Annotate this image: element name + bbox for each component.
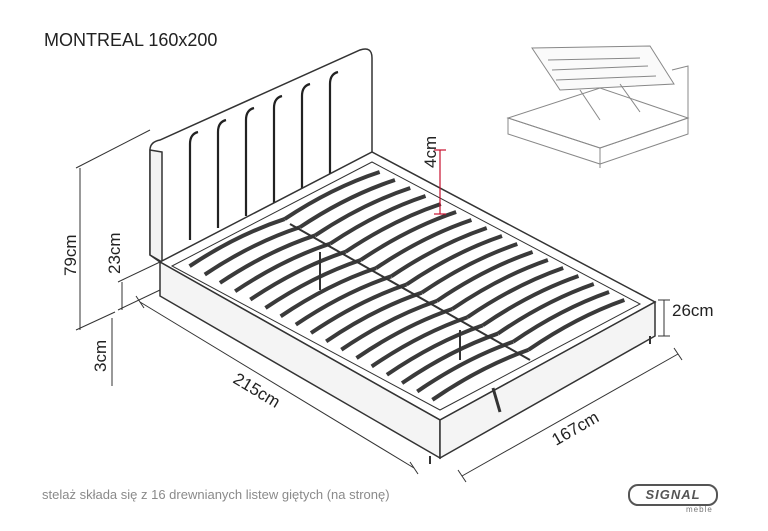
headboard: [149, 48, 373, 264]
slat: [390, 226, 488, 278]
dim-frame-clearance: 23cm: [105, 232, 124, 274]
slat: [420, 242, 518, 295]
brand-name: SIGNAL: [628, 484, 718, 506]
slat-depth-marker: [434, 149, 446, 215]
slat: [203, 225, 301, 277]
slat: [249, 249, 347, 302]
slat: [329, 194, 427, 246]
slat: [298, 178, 396, 229]
left-dimension-lines: [75, 129, 161, 386]
slat: [294, 274, 392, 327]
dim-total-height: 79cm: [61, 234, 80, 276]
width-dimension-line: [457, 347, 683, 483]
dim-frame-height: 26cm: [672, 301, 714, 320]
brand-logo: SIGNAL meble: [628, 482, 718, 516]
dim-slat-depth: 4cm: [421, 136, 440, 168]
slat: [359, 210, 457, 262]
slat: [355, 307, 453, 360]
slat: [313, 186, 411, 238]
slat: [405, 234, 503, 287]
product-title: MONTREAL 160x200: [44, 30, 218, 50]
slat: [435, 250, 534, 303]
slat: [218, 233, 316, 285]
length-dimension-line: [135, 295, 419, 475]
slat: [481, 274, 580, 328]
slat: [283, 170, 381, 221]
slat: [374, 218, 473, 270]
slat: [279, 266, 377, 318]
slat: [451, 258, 549, 311]
headboard-channels: [188, 70, 339, 240]
slat: [496, 282, 595, 336]
slat: [325, 290, 423, 344]
slat: [188, 217, 286, 268]
slat: [527, 298, 626, 352]
slat: [385, 323, 484, 377]
dim-width: 167cm: [549, 407, 603, 449]
slat-group: [188, 170, 626, 402]
frame-height-dimension-line: [658, 299, 670, 337]
dim-leg-height: 3cm: [91, 340, 110, 372]
slat: [466, 266, 564, 319]
slat: [234, 241, 331, 293]
centre-rail: [289, 223, 531, 413]
storage-bed-thumbnail: [506, 45, 690, 168]
slat: [512, 290, 610, 344]
dim-length: 215cm: [230, 369, 284, 412]
slat: [264, 258, 362, 310]
brand-sub: meble: [686, 505, 713, 514]
slat: [309, 282, 408, 335]
slat: [340, 298, 438, 352]
slat: [344, 202, 442, 254]
slat: [370, 315, 469, 369]
slat: [400, 331, 499, 385]
slat-caption: stelaż składa się z 16 drewnianych liste…: [42, 487, 390, 502]
